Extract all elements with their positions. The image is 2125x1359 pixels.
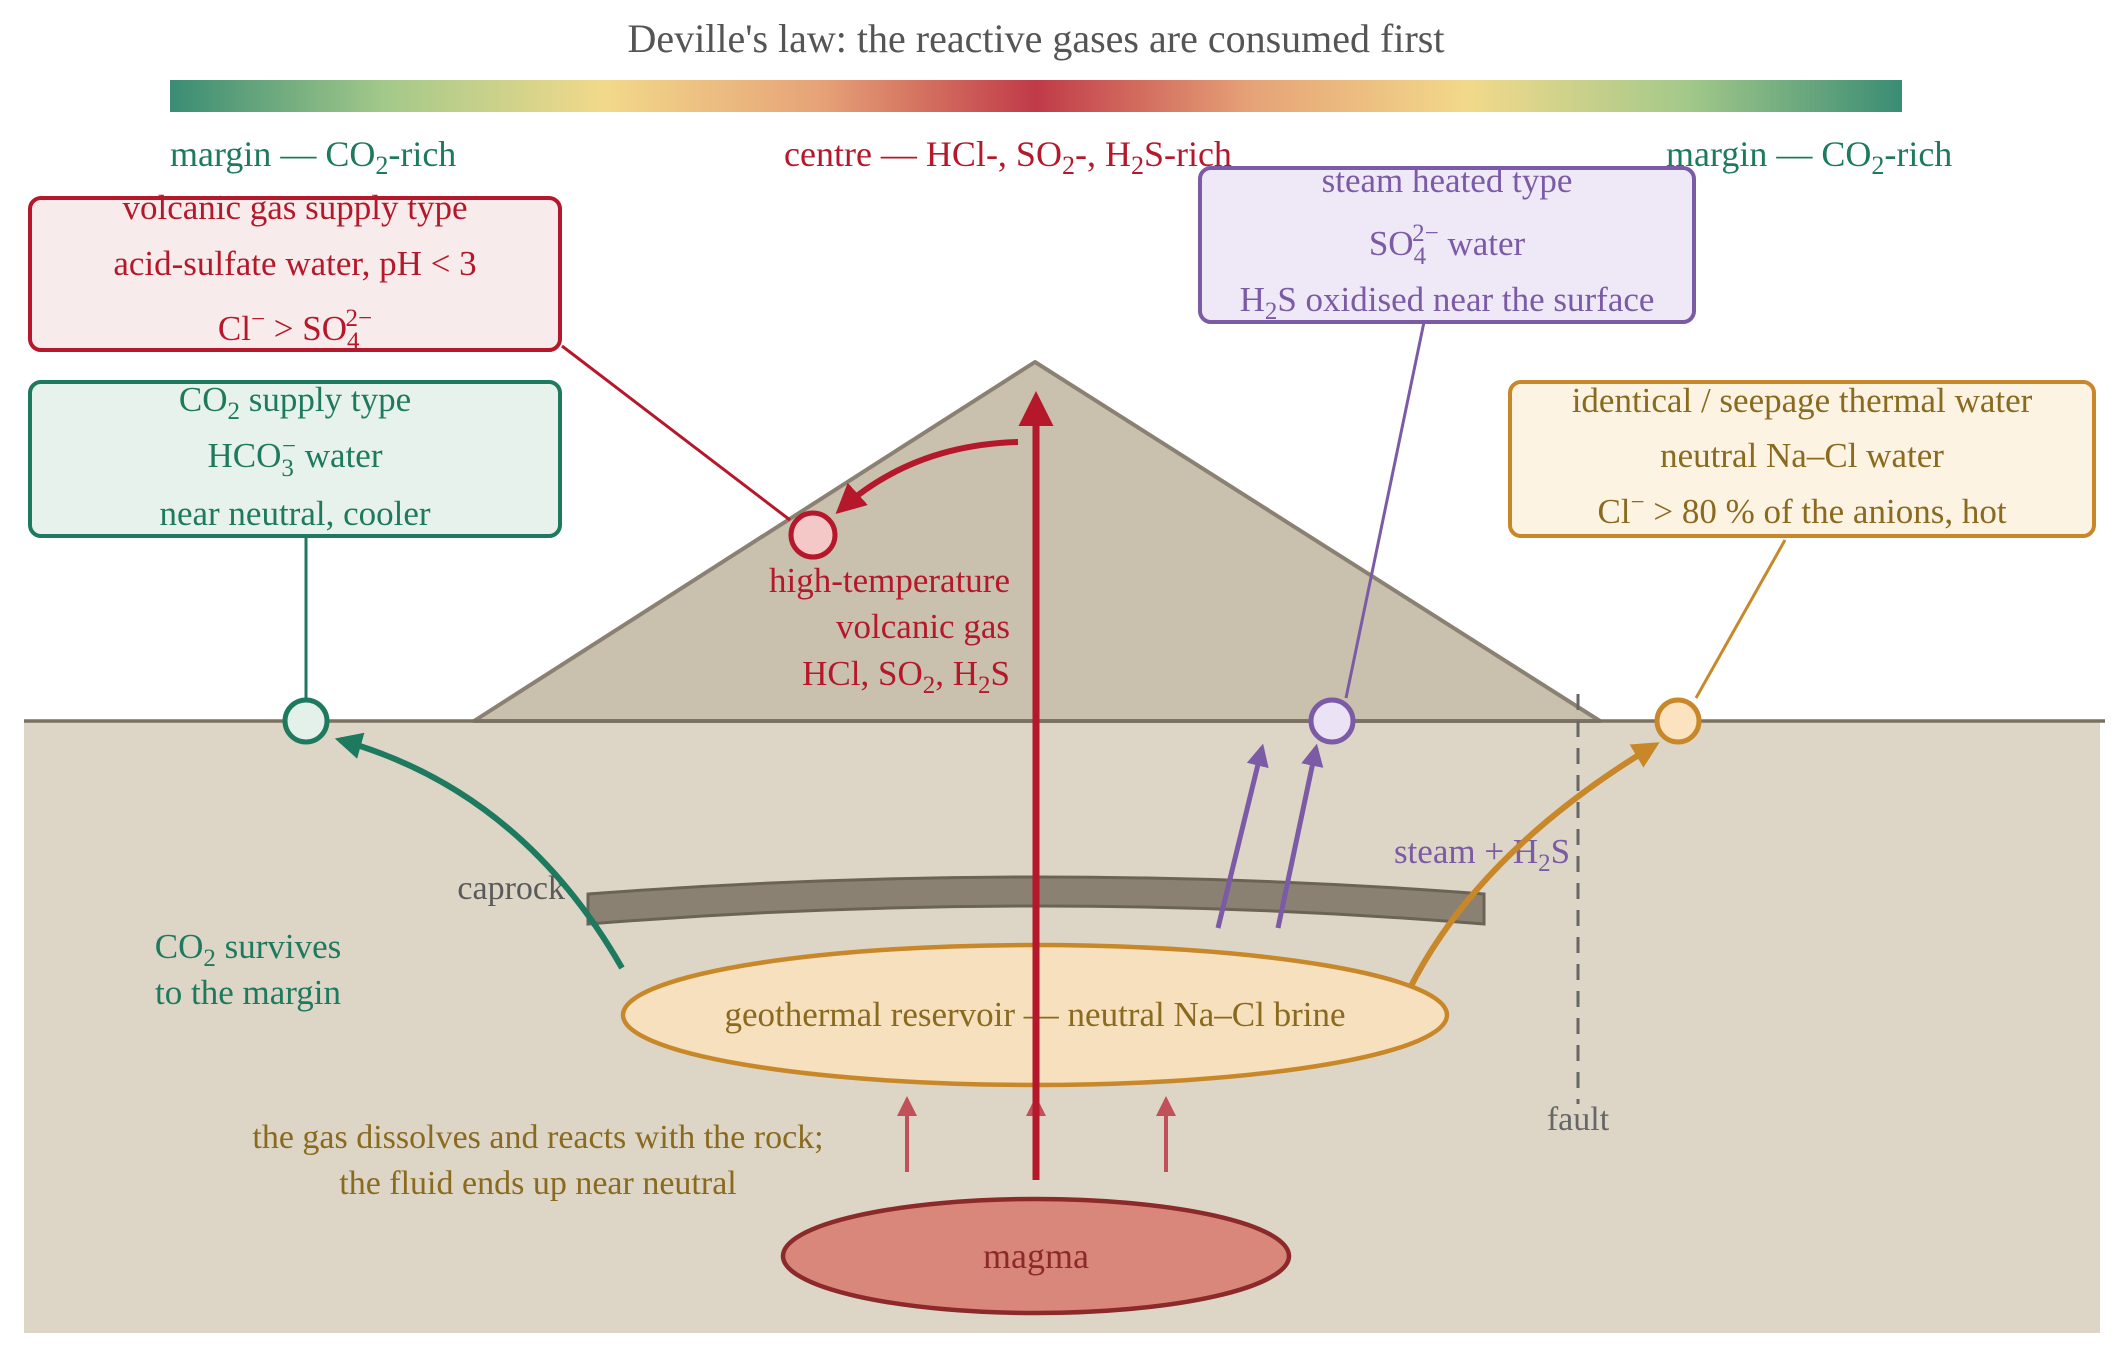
diagram-title: Deville's law: the reactive gases are co… — [628, 16, 1445, 61]
steam-rise-arrow-right — [1275, 743, 1324, 929]
volcanic-box-line3: Cl− > SO42− — [218, 305, 372, 355]
seepage-outflow-arrow — [1407, 742, 1660, 990]
co2-supply-box: CO2 supply type HCO3− water near neutral… — [28, 380, 562, 538]
co2-box-line2: HCO3− water — [208, 433, 383, 482]
steam-box-leader — [1344, 321, 1426, 699]
steam-box-line2: SO42− water — [1369, 220, 1526, 270]
volcanic-box-leader — [561, 344, 791, 522]
caprock-label: caprock — [457, 870, 565, 907]
gradient-label-right: margin — CO2-rich — [1666, 134, 1952, 180]
seepage-box-line3: Cl− > 80 % of the anions, hot — [1597, 489, 2006, 531]
acid-spring-marker — [788, 510, 838, 560]
gas-dissolves-line2: the fluid ends up near neutral — [339, 1165, 736, 1202]
co2-box-line1: CO2 supply type — [179, 380, 411, 425]
steam-heated-box: steam heated type SO42− water H2S oxidis… — [1198, 161, 1696, 325]
volcanic-gas-label-line3: HCl, SO2, H2S — [802, 654, 1010, 699]
volcanic-box-line1: volcanic gas supply type — [122, 188, 467, 227]
volcanic-box-line2: acid-sulfate water, pH < 3 — [113, 244, 476, 283]
co2-box-line3: near neutral, cooler — [159, 494, 430, 533]
seepage-box-leader — [1694, 539, 1787, 699]
co2-survives-line1: CO2 survives — [155, 927, 342, 972]
gradient-label-centre: centre — HCl-, SO2-, H2S-rich — [784, 134, 1232, 180]
magma-label: magma — [983, 1236, 1089, 1276]
co2-survives-line2: to the margin — [155, 973, 341, 1012]
volcanic-gas-vent-arrow — [835, 439, 1019, 515]
volcanic-gas-supply-box: volcanic gas supply type acid-sulfate wa… — [28, 188, 562, 355]
steam-rise-arrow-left — [1215, 743, 1269, 929]
seepage-box-line2: neutral Na–Cl water — [1660, 436, 1944, 475]
steam-box-line1: steam heated type — [1322, 161, 1573, 200]
seepage-box-line1: identical / seepage thermal water — [1572, 381, 2033, 420]
volcanic-gas-label-line2: volcanic gas — [836, 607, 1010, 646]
volcanic-gas-label-line1: high-temperature — [769, 561, 1010, 600]
co2-spring-marker — [282, 697, 330, 745]
co2-migration-arrow — [334, 732, 625, 970]
seepage-thermal-water-box: identical / seepage thermal water neutra… — [1508, 380, 2096, 538]
magma-chamber — [780, 1196, 1292, 1316]
seepage-spring-marker — [1654, 697, 1702, 745]
steam-heated-spring-marker — [1308, 697, 1356, 745]
steam-box-line3: H2S oxidised near the surface — [1240, 280, 1655, 325]
gas-composition-gradient-bar — [170, 80, 1902, 112]
fault-label: fault — [1547, 1101, 1610, 1138]
gradient-label-left: margin — CO2-rich — [170, 134, 456, 180]
gas-dissolves-line1: the gas dissolves and reacts with the ro… — [252, 1119, 823, 1156]
